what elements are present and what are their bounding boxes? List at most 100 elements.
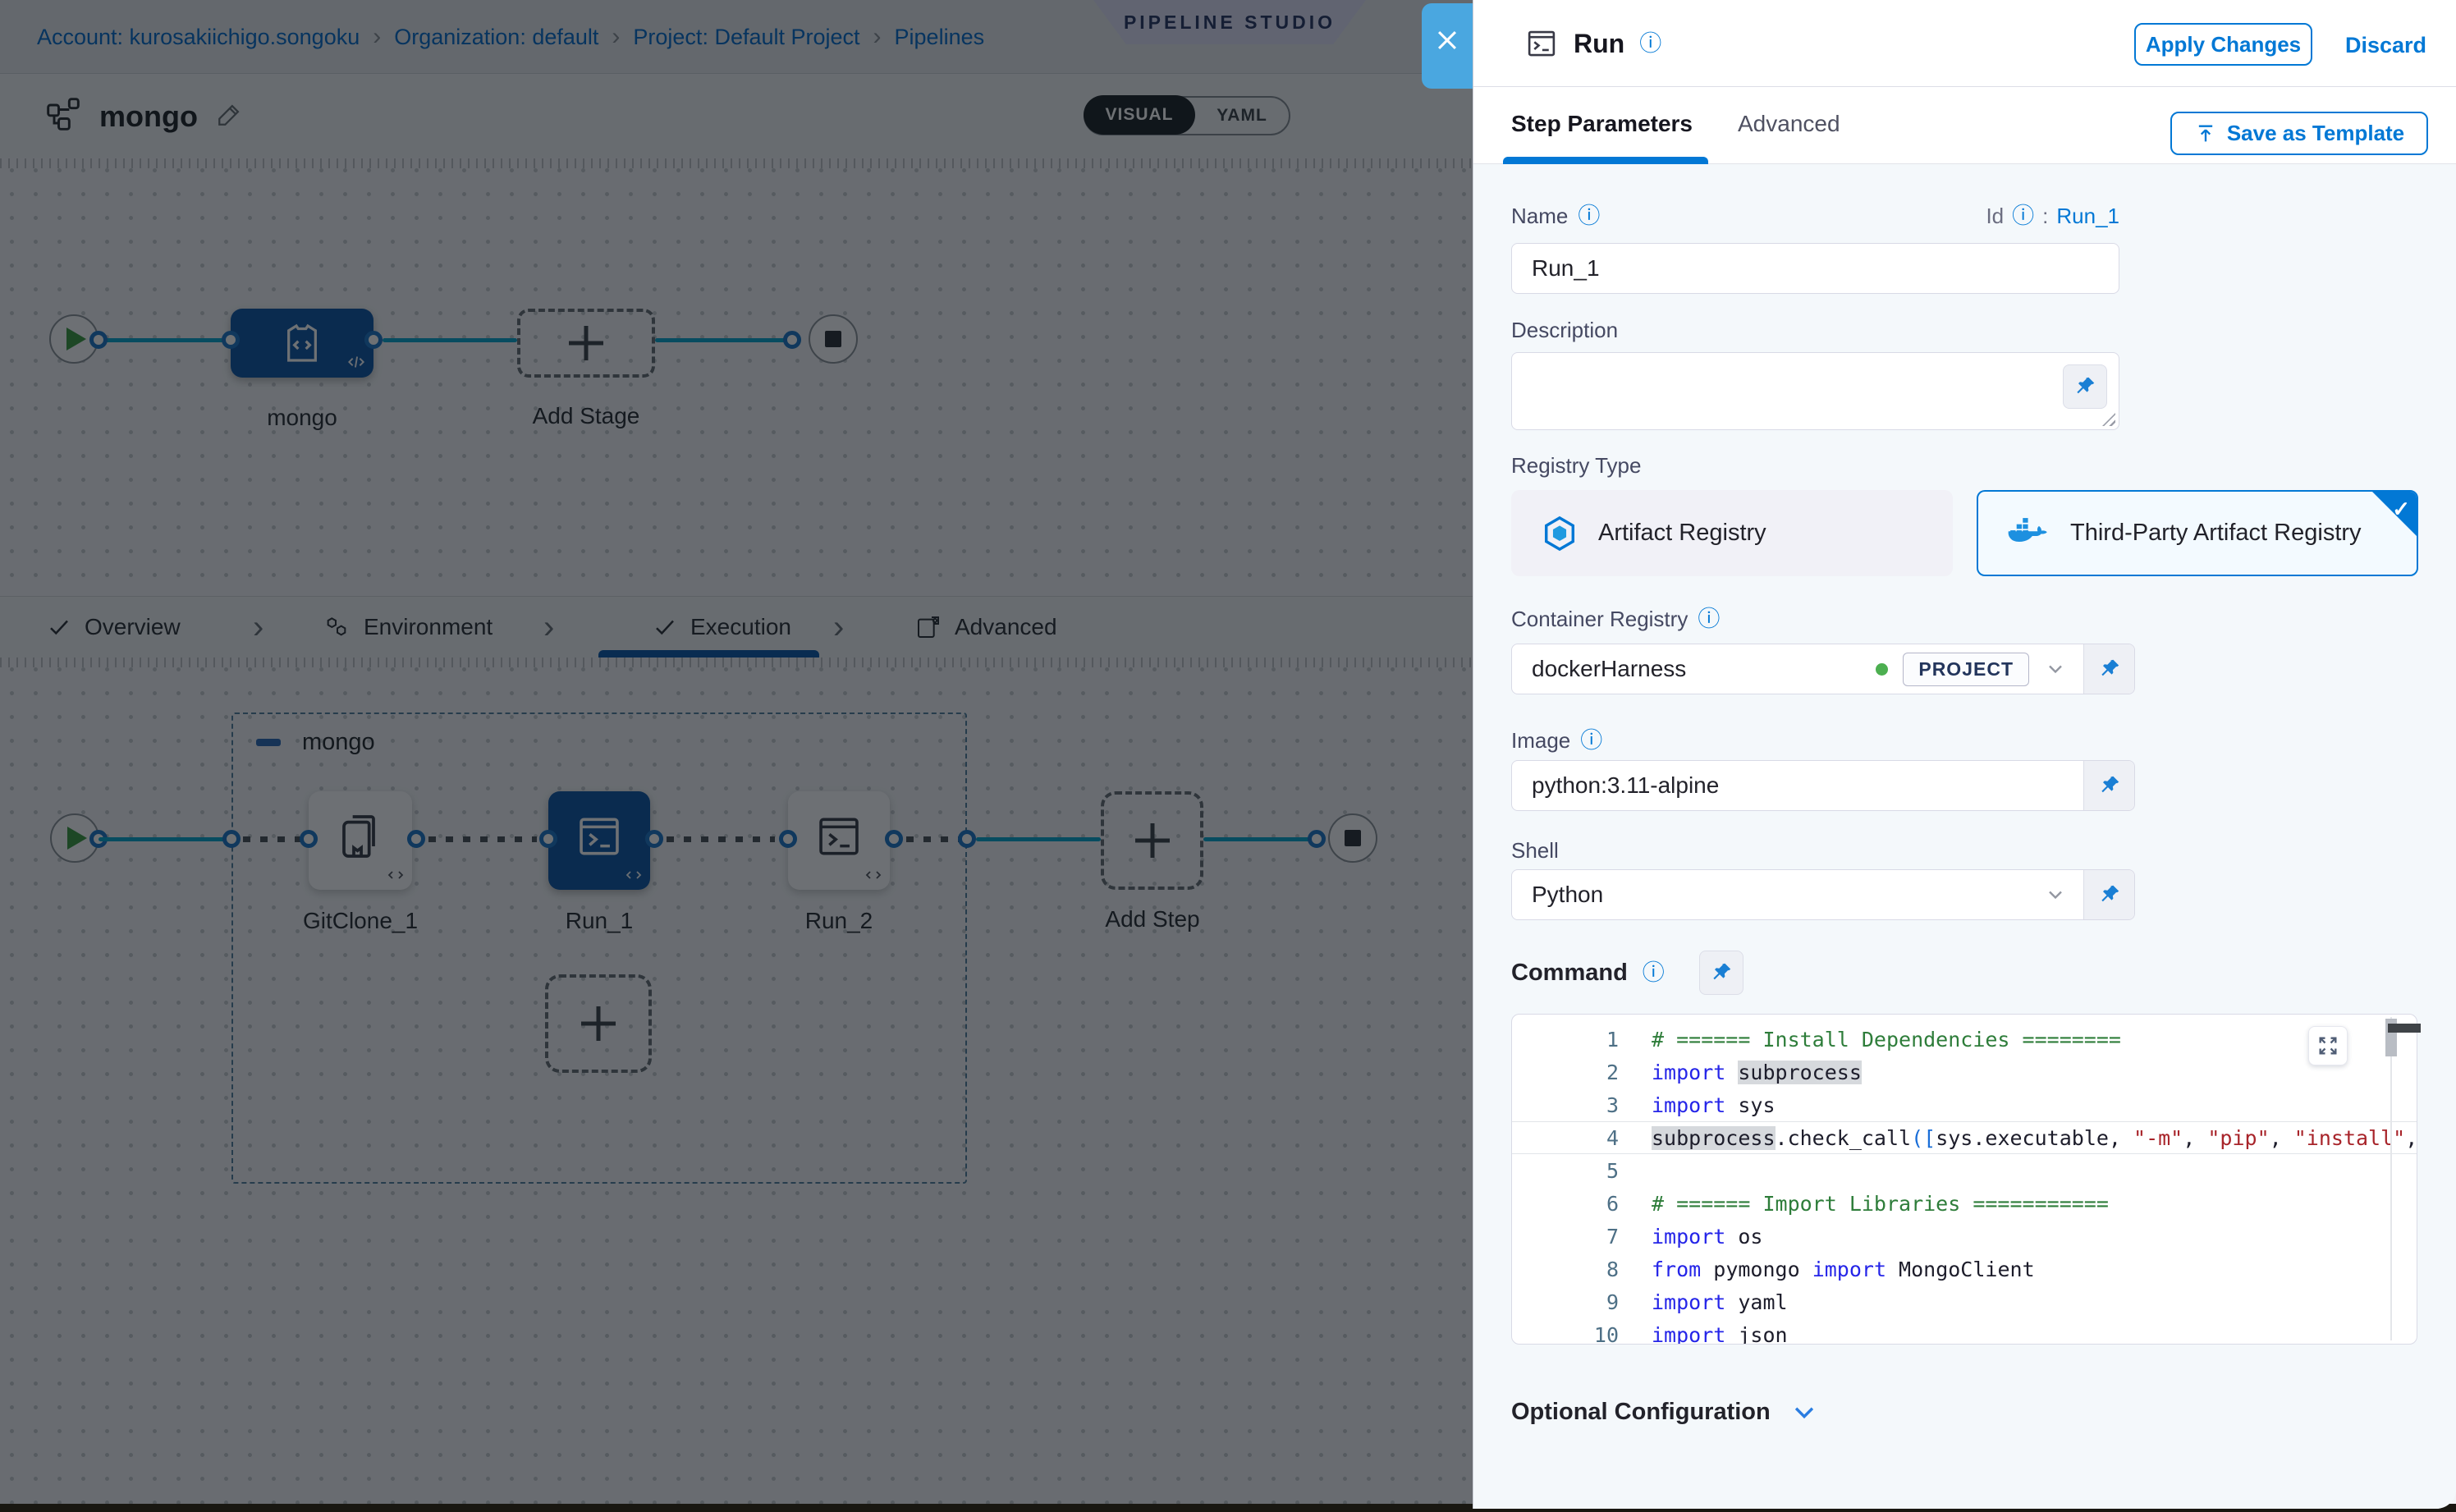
discard-button[interactable]: Discard [2345,33,2427,57]
description-textarea[interactable] [1511,352,2119,430]
command-code-editor[interactable]: 1 # ====== Install Dependencies ======== 2… [1511,1014,2417,1345]
pin-runtime-input-button[interactable] [1698,951,1743,995]
line-number: 9 [1606,1290,1619,1314]
name-label: Name ⓘ [1511,204,1601,228]
connectivity-status-dot [1876,662,1889,676]
panel-content: Name ⓘ Id ⓘ : Run_1 Description [1473,164,2456,1509]
registry-type-label: Registry Type [1511,453,1642,478]
close-icon [1437,30,1457,50]
selected-check-icon: ✓ [2392,497,2410,521]
shell-select[interactable]: Python [1511,869,2135,920]
panel-tabs: Step Parameters Advanced Save as Templat… [1473,88,2456,164]
code-text: # ====== Import Libraries =========== [1652,1191,2109,1216]
info-icon[interactable]: ⓘ [1578,204,1601,228]
apply-changes-button[interactable]: Apply Changes [2134,23,2312,66]
id-separator: : [2042,204,2049,228]
registry-option-artifact-label: Artifact Registry [1598,520,1766,546]
code-text: import json [1652,1322,1788,1345]
code-line[interactable]: 6 # ====== Import Libraries =========== [1512,1187,2417,1220]
registry-option-thirdparty[interactable]: Third-Party Artifact Registry ✓ [1977,490,2418,576]
step-config-panel: Run ⓘ Apply Changes Discard Step Paramet… [1473,0,2456,1509]
upload-icon [2198,125,2213,141]
image-label: Image ⓘ [1511,728,1603,753]
scrollbar-track [2390,1017,2392,1340]
code-text: import yaml [1652,1290,1788,1314]
pin-icon [2101,885,2119,902]
command-label: Command [1511,959,1628,986]
panel-header: Run ⓘ Apply Changes Discard [1473,0,2456,87]
step-id: Id ⓘ : Run_1 [1986,204,2119,229]
run-step-icon [1528,30,1556,57]
pin-runtime-input-button[interactable] [2083,870,2134,919]
info-icon[interactable]: ⓘ [1580,728,1603,753]
shell-value: Python [1532,882,1604,907]
scrollbar-dark-thumb[interactable] [2388,1024,2421,1033]
pin-runtime-input-button[interactable] [2083,644,2134,694]
code-text: import sys [1652,1093,1776,1117]
info-icon[interactable]: ⓘ [1642,960,1665,985]
name-input[interactable] [1511,243,2119,294]
registry-option-artifact[interactable]: Artifact Registry [1511,490,1953,576]
code-text: import os [1652,1224,1763,1249]
code-text: # ====== Install Dependencies ======== [1652,1027,2121,1052]
code-line[interactable]: 9 import yaml [1512,1285,2417,1318]
pipeline-studio: Account: kurosakiichigo.songoku › Organi… [0,0,1473,1512]
id-value[interactable]: Run_1 [2056,204,2119,228]
code-line[interactable]: 1 # ====== Install Dependencies ======== [1512,1023,2417,1056]
code-line[interactable]: 5 [1512,1154,2417,1187]
line-number: 1 [1606,1027,1619,1052]
pin-runtime-input-button[interactable] [2083,761,2134,810]
info-icon[interactable]: ⓘ [1639,30,1662,56]
container-registry-select[interactable]: dockerHarness PROJECT [1511,644,2135,694]
line-number: 3 [1606,1093,1619,1117]
optional-configuration-label: Optional Configuration [1511,1398,1771,1425]
description-label: Description [1511,318,1619,342]
save-as-template-label: Save as Template [2226,121,2405,145]
tab-step-parameters[interactable]: Step Parameters [1511,111,1693,136]
chevron-down-icon[interactable] [2044,883,2067,906]
shell-label: Shell [1511,838,1559,863]
code-text: import subprocess [1652,1060,1862,1084]
code-text: subprocess.check_call([sys.executable, "… [1652,1125,2417,1150]
info-icon[interactable]: ⓘ [1698,607,1721,631]
line-number: 7 [1606,1224,1619,1249]
chevron-down-icon[interactable] [2044,657,2067,680]
selected-corner [2371,492,2417,538]
registry-option-thirdparty-label: Third-Party Artifact Registry [2070,520,2362,546]
dim-overlay [0,0,1473,1512]
image-value: python:3.11-alpine [1532,772,1720,798]
code-line[interactable]: 2 import subprocess [1512,1056,2417,1088]
line-number: 5 [1606,1158,1619,1183]
line-number: 2 [1606,1060,1619,1084]
save-as-template-button[interactable]: Save as Template [2170,112,2428,155]
panel-title: Run [1574,28,1625,58]
id-label: Id [1986,204,2005,228]
line-number: 8 [1606,1257,1619,1281]
optional-configuration-toggle[interactable]: Optional Configuration [1511,1398,1818,1426]
expand-editor-button[interactable] [2308,1026,2348,1065]
docker-icon [2008,517,2047,542]
code-line[interactable]: 7 import os [1512,1220,2417,1253]
code-lines[interactable]: 1 # ====== Install Dependencies ======== 2… [1512,1023,2417,1345]
code-text: from pymongo import MongoClient [1652,1257,2035,1281]
artifact-registry-icon [1544,515,1575,551]
line-number: 10 [1593,1322,1619,1345]
pin-icon [2077,377,2095,394]
scope-badge: PROJECT [1903,652,2029,686]
bottom-edge-strip [0,1504,2456,1512]
pin-runtime-input-button[interactable] [2063,364,2107,409]
resize-handle[interactable] [2102,413,2115,426]
line-number: 6 [1606,1191,1619,1216]
fullscreen-icon [2319,1037,2337,1055]
info-icon[interactable]: ⓘ [2012,204,2035,228]
code-line[interactable]: 8 from pymongo import MongoClient [1512,1253,2417,1285]
close-panel-button[interactable] [1422,3,1473,89]
pin-icon [2101,659,2119,676]
pin-icon [2101,776,2119,793]
tab-step-advanced[interactable]: Advanced [1738,111,1840,136]
code-line[interactable]: 3 import sys [1512,1088,2417,1121]
image-input[interactable]: python:3.11-alpine [1511,760,2135,811]
code-line[interactable]: 10 import json [1512,1318,2417,1345]
